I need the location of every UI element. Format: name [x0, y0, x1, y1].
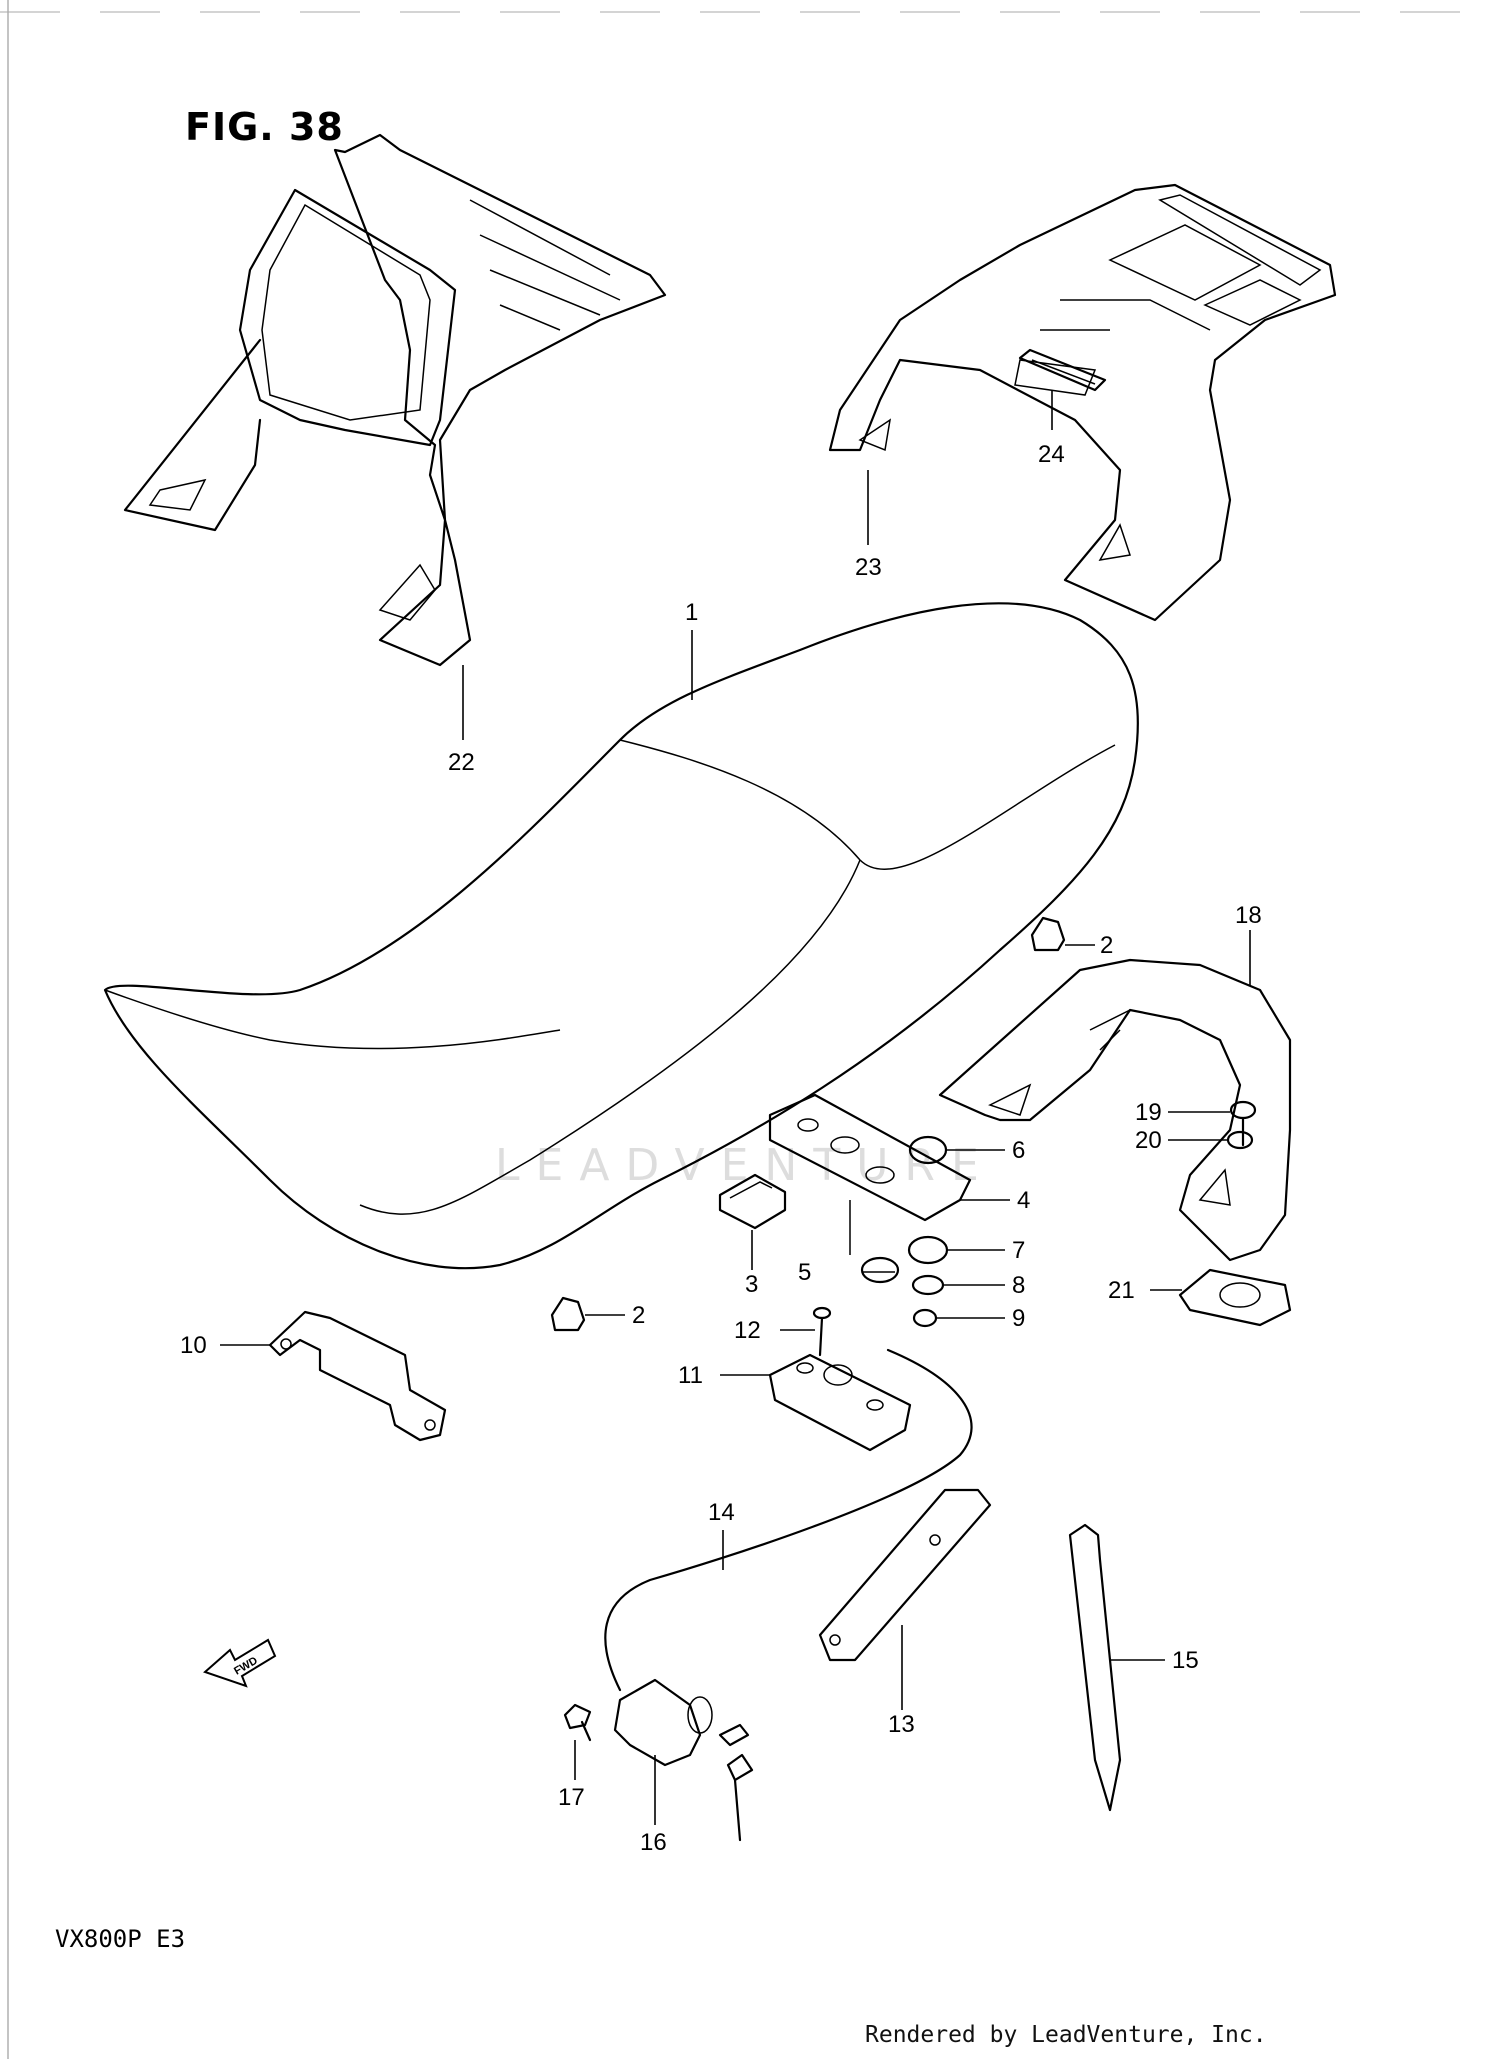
callout-13: 13 — [888, 1711, 915, 1738]
footer-credit: Rendered by LeadVenture, Inc. — [865, 2022, 1267, 2048]
part-14-cable[interactable] — [604, 1348, 973, 1692]
part-24-label[interactable] — [1018, 348, 1107, 392]
callout-22: 22 — [448, 749, 475, 776]
callout-20: 20 — [1135, 1127, 1162, 1154]
leader-lines — [220, 390, 1251, 1825]
part-21-plate[interactable] — [1178, 1268, 1292, 1327]
callout-12: 12 — [734, 1317, 761, 1344]
part-1-seat[interactable] — [103, 602, 1139, 1270]
callout-10: 10 — [180, 1332, 207, 1359]
callout-23: 23 — [855, 554, 882, 581]
part-4-bracket[interactable] — [768, 1093, 972, 1255]
callout-2-top: 2 — [1100, 932, 1113, 959]
part-2-cushion-bottom[interactable] — [550, 1296, 586, 1332]
part-12-screw[interactable] — [812, 1306, 832, 1357]
callout-16: 16 — [640, 1829, 667, 1856]
part-18-grab-rail[interactable] — [938, 958, 1292, 1262]
part-11-lock-base[interactable] — [768, 1353, 912, 1452]
callout-11: 11 — [678, 1362, 703, 1389]
part-16-lock[interactable] — [613, 1678, 754, 1842]
callout-18: 18 — [1235, 902, 1262, 929]
part-15-strap[interactable] — [1068, 1523, 1122, 1812]
callout-3: 3 — [745, 1271, 758, 1298]
callouts: 1 2 2 3 4 5 6 7 8 9 10 11 12 13 14 15 16… — [180, 441, 1262, 1856]
callout-15: 15 — [1172, 1647, 1199, 1674]
callout-1: 1 — [685, 599, 698, 626]
callout-8: 8 — [1012, 1272, 1025, 1299]
callout-19: 19 — [1135, 1099, 1162, 1126]
callout-14: 14 — [708, 1499, 735, 1526]
model-code: VX800P E3 — [55, 1925, 186, 1953]
callout-2-bottom: 2 — [632, 1302, 645, 1329]
callout-5: 5 — [798, 1259, 811, 1286]
part-6-cushion[interactable] — [908, 1135, 948, 1165]
part-23-carrier[interactable] — [828, 183, 1337, 622]
part-2-cushion-top[interactable] — [1030, 916, 1066, 952]
callout-21: 21 — [1108, 1277, 1135, 1304]
part-10-bracket[interactable] — [268, 1310, 447, 1442]
callout-9: 9 — [1012, 1305, 1025, 1332]
part-20-washer[interactable] — [1226, 1130, 1254, 1150]
part-9-nut[interactable] — [912, 1308, 938, 1328]
part-5-grommet[interactable] — [860, 1256, 900, 1284]
callout-24: 24 — [1038, 441, 1065, 468]
watermark: LEADVENTURE — [495, 1140, 995, 1191]
part-17-screw[interactable] — [563, 1703, 592, 1742]
callout-6: 6 — [1012, 1137, 1025, 1164]
figure-title: FIG. 38 — [185, 105, 344, 149]
part-7-cushion[interactable] — [907, 1235, 949, 1265]
part-8-washer[interactable] — [911, 1274, 945, 1296]
callout-7: 7 — [1012, 1237, 1025, 1264]
part-22-backrest[interactable] — [123, 133, 667, 667]
fwd-arrow-icon: FWD — [203, 1638, 277, 1688]
part-24-label-plate — [1014, 359, 1097, 396]
part-13-holder[interactable] — [818, 1488, 992, 1662]
part-3-switch[interactable] — [718, 1173, 787, 1230]
callout-17: 17 — [558, 1784, 585, 1811]
callout-4: 4 — [1017, 1187, 1030, 1214]
